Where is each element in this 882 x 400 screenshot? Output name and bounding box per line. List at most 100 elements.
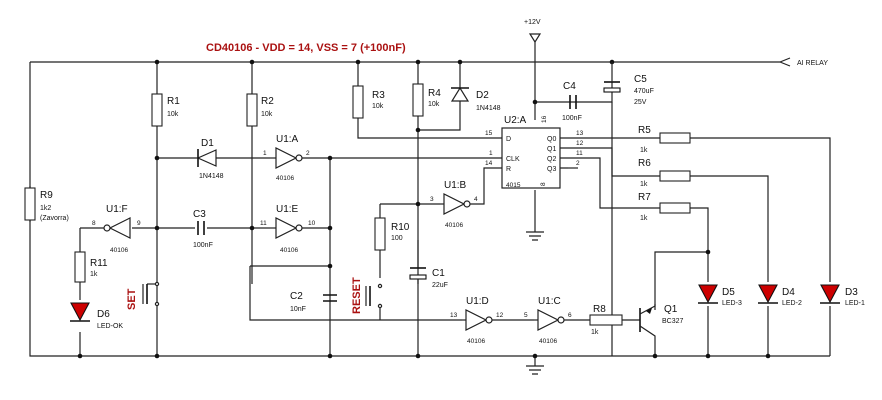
resistor-r6: R6 1k xyxy=(638,158,691,188)
c5-voltage: 25V xyxy=(634,99,647,106)
capacitor-c2: C2 10nF xyxy=(290,291,337,313)
u1c-pin-out: 6 xyxy=(568,312,572,319)
reset-label: RESET xyxy=(351,277,363,314)
r8-ref: R8 xyxy=(593,304,606,315)
r5-ref: R5 xyxy=(638,125,651,136)
supply-label: +12V xyxy=(524,19,541,26)
d5-ref: D5 xyxy=(722,287,735,298)
pin-clk-label: CLK xyxy=(506,156,520,163)
u1d-pin-in: 13 xyxy=(450,312,458,319)
d4-ref: D4 xyxy=(782,287,795,298)
pin-8: 8 xyxy=(540,182,547,186)
led-d3: D3 LED-1 xyxy=(820,284,865,307)
d3-ref: D3 xyxy=(845,287,858,298)
r11-ref: R11 xyxy=(90,258,108,269)
resistor-r4: R4 10k xyxy=(412,83,441,117)
u1c-ref: U1:C xyxy=(538,296,561,307)
r2-value: 10k xyxy=(261,111,273,118)
resistor-r11: R11 1k xyxy=(74,251,108,283)
r9-ref: R9 xyxy=(40,190,53,201)
capacitor-c3: C3 100nF xyxy=(193,209,213,249)
r5-value: 1k xyxy=(640,147,648,154)
u2a-ref: U2:A xyxy=(504,115,527,126)
u1f-value: 40106 xyxy=(110,247,128,254)
transistor-q1: Q1 BC327 xyxy=(639,304,684,340)
c3-ref: C3 xyxy=(193,209,206,220)
u1a-pin-in: 1 xyxy=(263,150,267,157)
set-label: SET xyxy=(126,288,138,310)
led-d6: D6 LED-OK xyxy=(70,302,123,330)
c5-ref: C5 xyxy=(634,74,647,85)
r2-ref: R2 xyxy=(261,96,274,107)
switch-reset[interactable]: RESET xyxy=(351,277,383,314)
d4-value: LED-2 xyxy=(782,300,802,307)
pin-11: 11 xyxy=(576,150,583,157)
resistor-r10: R10 100 xyxy=(374,217,410,251)
c4-ref: C4 xyxy=(563,81,576,92)
c3-value: 100nF xyxy=(193,242,213,249)
r1-value: 10k xyxy=(167,111,179,118)
r11-value: 1k xyxy=(90,271,98,278)
ic-u2a: U2:A 4015 D CLK R Q0 Q1 Q2 Q3 15 1 14 13… xyxy=(485,115,584,189)
pin-q2-label: Q2 xyxy=(547,156,556,163)
u1f-pin-in: 9 xyxy=(137,220,141,227)
r9-note: (Zavorra) xyxy=(40,215,69,222)
relay-output: AI RELAY xyxy=(797,60,828,67)
pin-16: 16 xyxy=(541,115,548,123)
c1-ref: C1 xyxy=(432,268,445,279)
u1b-ref: U1:B xyxy=(444,180,467,191)
inverter-u1b: U1:B 40106 3 4 xyxy=(430,180,478,229)
r3-value: 10k xyxy=(372,103,384,110)
pin-15: 15 xyxy=(485,130,493,137)
u1d-ref: U1:D xyxy=(466,296,489,307)
inverter-u1c: U1:C 40106 5 6 xyxy=(524,296,572,345)
r6-ref: R6 xyxy=(638,158,651,169)
r8-value: 1k xyxy=(591,329,599,336)
r4-value: 10k xyxy=(428,101,440,108)
d2-value: 1N4148 xyxy=(476,105,501,112)
capacitor-c5: C5 470uF 25V xyxy=(603,62,654,106)
led-d4: D4 LED-2 xyxy=(758,284,802,307)
switch-set[interactable]: SET xyxy=(126,281,160,310)
d3-value: LED-1 xyxy=(845,300,865,307)
u1e-value: 40106 xyxy=(280,247,298,254)
u1c-pin-in: 5 xyxy=(524,312,528,319)
r6-value: 1k xyxy=(640,181,648,188)
u1c-value: 40106 xyxy=(539,338,557,345)
inverter-u1d: U1:D 40106 13 12 xyxy=(450,296,504,345)
diode-d1: D1 1N4148 xyxy=(196,138,224,180)
r3-ref: R3 xyxy=(372,90,385,101)
u1a-pin-out: 2 xyxy=(306,150,310,157)
u1f-ref: U1:F xyxy=(106,204,128,215)
r7-ref: R7 xyxy=(638,192,651,203)
d1-ref: D1 xyxy=(201,138,214,149)
u1a-value: 40106 xyxy=(276,175,294,182)
resistor-r5: R5 1k xyxy=(638,125,691,154)
q1-value: BC327 xyxy=(662,318,684,325)
ground-icon xyxy=(526,365,544,375)
r9-value: 1k2 xyxy=(40,205,51,212)
capacitor-c1: C1 22uF xyxy=(409,267,448,289)
pin-q1-label: Q1 xyxy=(547,146,556,153)
u1b-pin-in: 3 xyxy=(430,196,434,203)
u1b-value: 40106 xyxy=(445,222,463,229)
supply-symbol: +12V xyxy=(524,19,542,44)
capacitor-c4: C4 100nF xyxy=(562,81,582,122)
resistor-r1: R1 10k xyxy=(151,93,180,127)
relay-label: AI RELAY xyxy=(797,60,828,67)
u1f-pin-out: 8 xyxy=(92,220,96,227)
c1-value: 22uF xyxy=(432,282,448,289)
c5-value: 470uF xyxy=(634,88,654,95)
pin-r-label: R xyxy=(506,166,511,173)
d6-ref: D6 xyxy=(97,309,110,320)
c4-value: 100nF xyxy=(562,115,582,122)
inverter-u1e: U1:E 40106 11 10 xyxy=(260,204,316,254)
pin-q3-label: Q3 xyxy=(547,166,556,173)
resistor-r9: R9 1k2 (Zavorra) xyxy=(24,187,69,222)
r10-value: 100 xyxy=(391,235,403,242)
led-d5: D5 LED-3 xyxy=(698,284,742,307)
c2-value: 10nF xyxy=(290,306,306,313)
pin-q0-label: Q0 xyxy=(547,136,556,143)
